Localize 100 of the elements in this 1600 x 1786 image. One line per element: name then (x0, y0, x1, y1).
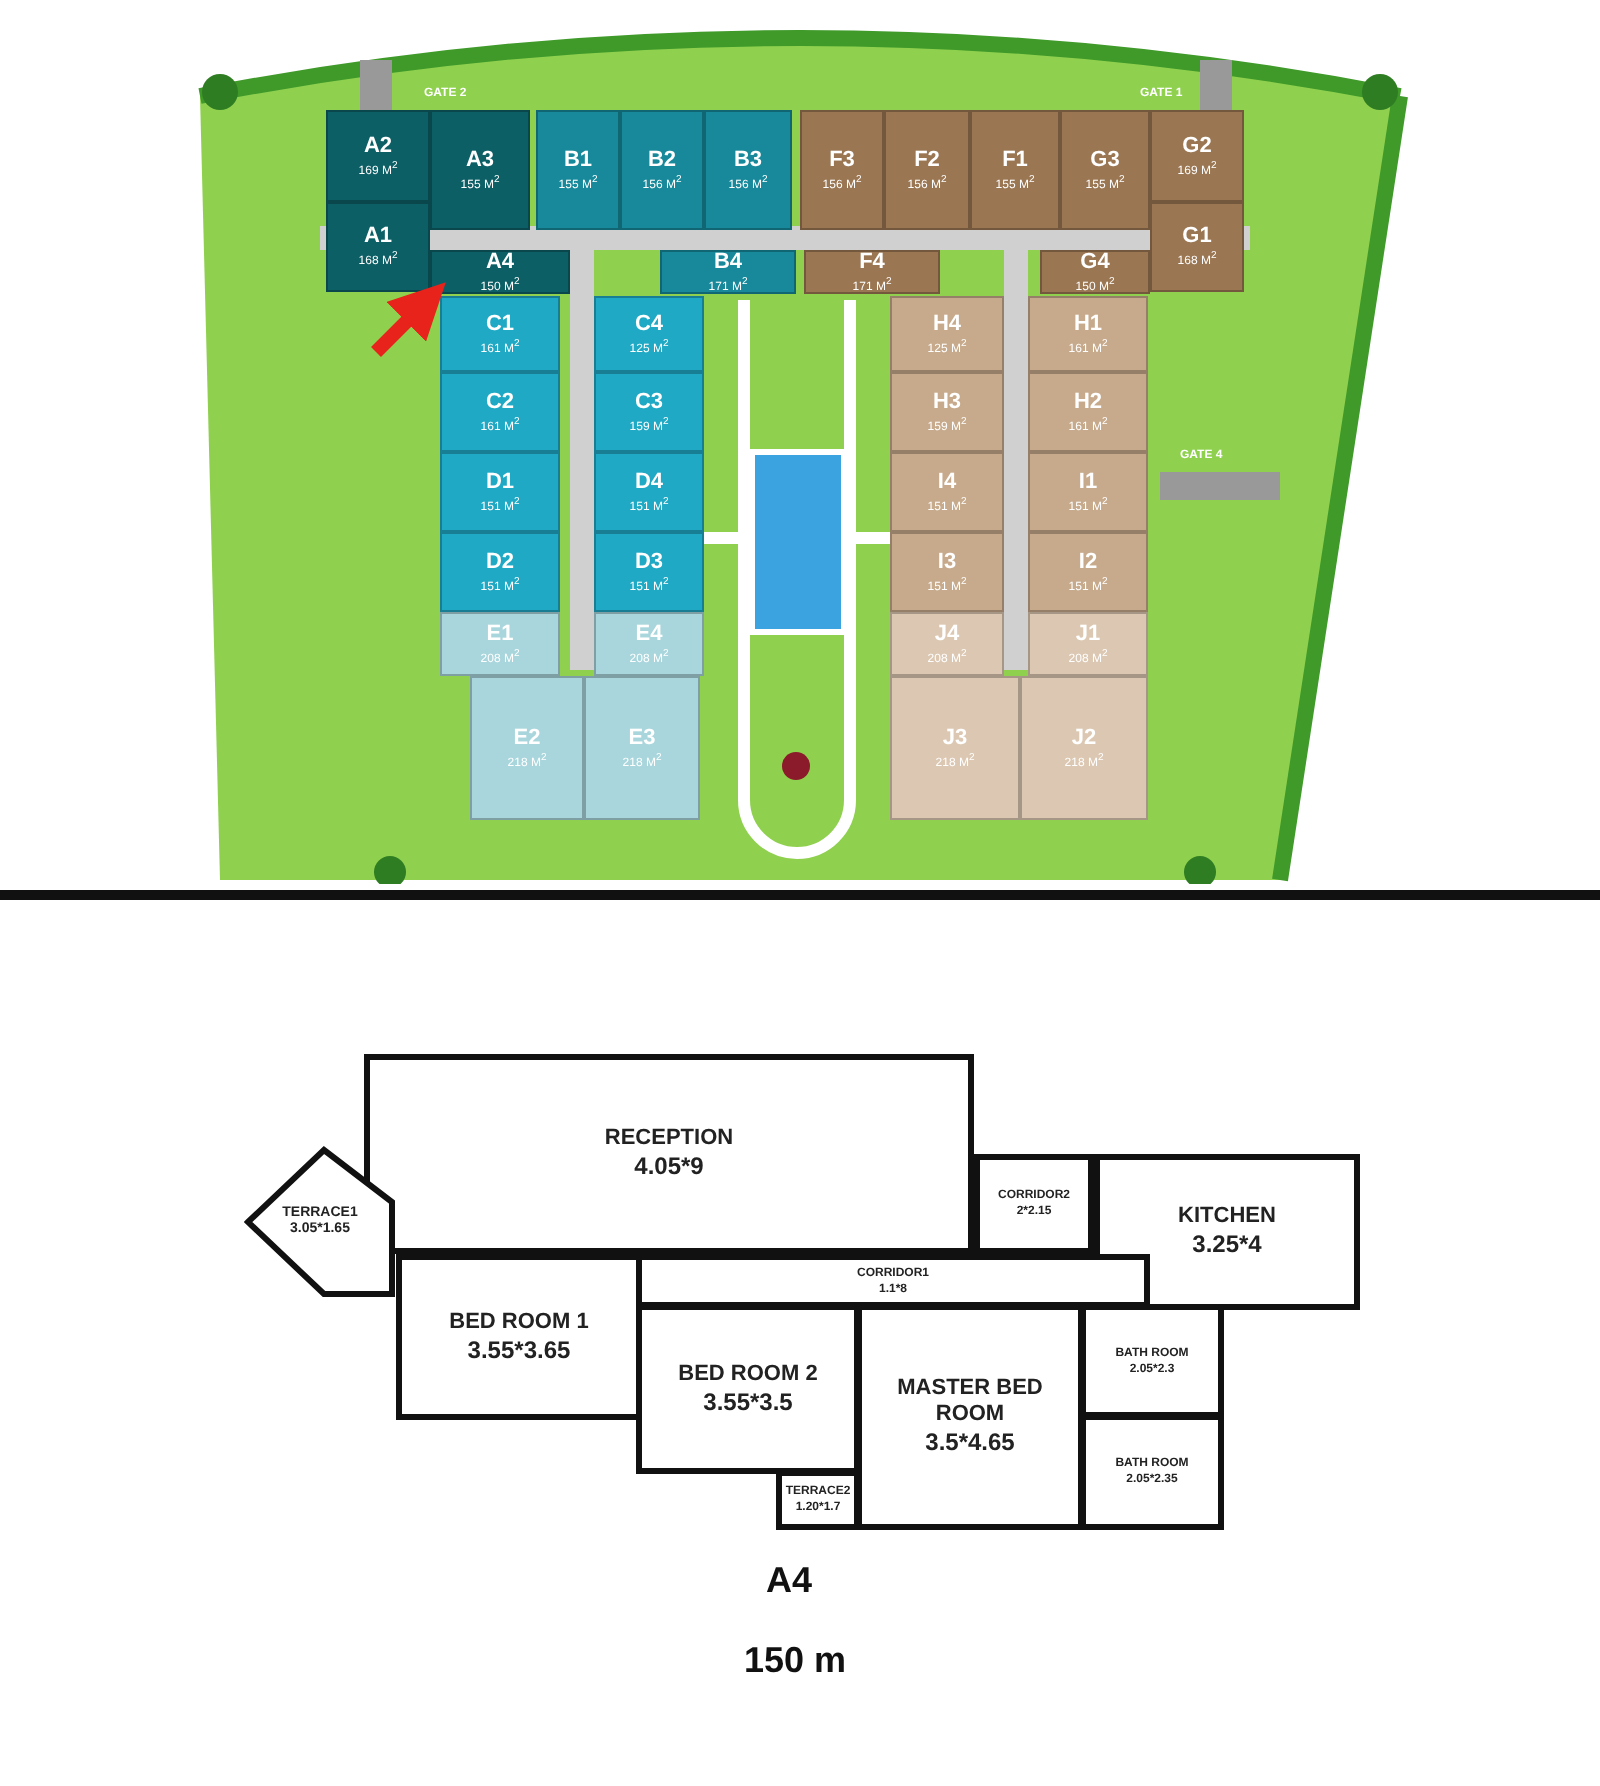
apartment-unit (326, 202, 430, 292)
apartment-unit (1028, 532, 1148, 612)
unit-name: J4 (934, 621, 960, 645)
unit-name: C1 (485, 311, 515, 335)
room (1080, 1414, 1224, 1530)
terrace-room (244, 1146, 396, 1298)
unit-name: A4 (485, 249, 515, 273)
apartment-unit (440, 612, 560, 676)
room-dimensions: 4.05*9 (634, 1152, 704, 1182)
unit-name: D3 (634, 549, 664, 573)
unit-name: G4 (1080, 249, 1110, 273)
apartment-unit (594, 296, 704, 372)
apartment-unit (620, 110, 704, 230)
room-name: MASTER BED ROOM (895, 1376, 1045, 1428)
room (974, 1154, 1094, 1254)
apartment-unit (440, 452, 560, 532)
unit-name: E2 (513, 725, 541, 749)
area-heading: 150 m (744, 1640, 847, 1682)
unit-name: E4 (635, 621, 663, 645)
unit-name: J2 (1071, 725, 1097, 749)
unit-name: F4 (859, 249, 885, 273)
apartment-unit (1028, 612, 1148, 676)
apartment-unit (1150, 202, 1244, 292)
apartment-unit (890, 532, 1004, 612)
apartment-unit (1040, 250, 1150, 294)
unit-name: E3 (628, 725, 656, 749)
apartment-unit (1028, 372, 1148, 452)
room (856, 1304, 1084, 1530)
unit-name: E1 (486, 621, 514, 645)
unit-name: F2 (914, 147, 940, 171)
room (1094, 1154, 1360, 1310)
apartment-unit (890, 372, 1004, 452)
unit-name: A2 (363, 133, 393, 157)
apartment-unit (536, 110, 620, 230)
unit-name: G2 (1182, 133, 1212, 157)
apartment-unit (970, 110, 1060, 230)
room-name: RECEPTION (604, 1126, 734, 1152)
apartment-unit (1020, 676, 1148, 820)
room (396, 1254, 642, 1420)
apartment-unit (440, 296, 560, 372)
unit-name: B3 (733, 147, 763, 171)
room-dimensions: 3.55*3.5 (703, 1387, 793, 1417)
apartment-unit (440, 532, 560, 612)
unit-name: I2 (1078, 549, 1098, 573)
room-dimensions: 3.5*4.65 (925, 1428, 1015, 1458)
apartment-unit (594, 372, 704, 452)
room (1080, 1304, 1224, 1418)
apartment-unit (1060, 110, 1150, 230)
apartment-unit (594, 452, 704, 532)
unit-name: H1 (1073, 311, 1103, 335)
apartment-unit (326, 110, 430, 202)
room-name: BED ROOM 1 (449, 1309, 589, 1335)
apartment-unit (800, 110, 884, 230)
apartment-unit (1028, 296, 1148, 372)
apartment-unit (660, 250, 796, 294)
unit-name: G1 (1182, 224, 1212, 248)
apartment-unit (884, 110, 970, 230)
room-dimensions: 3.25*4 (1192, 1230, 1262, 1260)
apartment-unit (430, 110, 530, 230)
room (776, 1470, 860, 1530)
unit-name: D2 (485, 549, 515, 573)
unit-name: C2 (485, 389, 515, 413)
apartment-unit (430, 250, 570, 294)
room (636, 1304, 860, 1474)
unit-name: D1 (485, 469, 515, 493)
unit-name: B2 (647, 147, 677, 171)
unit-name: I4 (937, 469, 957, 493)
room-dimensions: 3.55*3.65 (467, 1335, 571, 1365)
apartment-unit (584, 676, 700, 820)
unit-name: A3 (465, 147, 495, 171)
apartment-unit (890, 676, 1020, 820)
apartment-unit (704, 110, 792, 230)
room-name: BED ROOM 2 (678, 1361, 818, 1387)
unit-name: F1 (1002, 147, 1028, 171)
unit-name: J1 (1075, 621, 1101, 645)
unit-name: I1 (1078, 469, 1098, 493)
apartment-unit (440, 372, 560, 452)
unit-name: B1 (563, 147, 593, 171)
unit-name: C4 (634, 311, 664, 335)
apartment-unit (594, 532, 704, 612)
unit-name: I3 (937, 549, 957, 573)
pointer-arrow (371, 282, 446, 357)
apartment-unit (804, 250, 940, 294)
apartment-unit (890, 296, 1004, 372)
plan-heading: A4 (766, 1560, 813, 1602)
apartment-unit (890, 452, 1004, 532)
unit-name: H3 (932, 389, 962, 413)
apartment-unit (890, 612, 1004, 676)
apartment-unit (1150, 110, 1244, 202)
unit-name: H4 (932, 311, 962, 335)
unit-name: D4 (634, 469, 664, 493)
room (636, 1254, 1150, 1308)
unit-name: A1 (363, 224, 393, 248)
unit-name: G3 (1090, 147, 1120, 171)
apartment-unit (1028, 452, 1148, 532)
unit-name: B4 (713, 249, 743, 273)
unit-name: J3 (942, 725, 968, 749)
apartment-unit (470, 676, 584, 820)
room-name: KITCHEN (1178, 1204, 1276, 1230)
apartment-unit (594, 612, 704, 676)
